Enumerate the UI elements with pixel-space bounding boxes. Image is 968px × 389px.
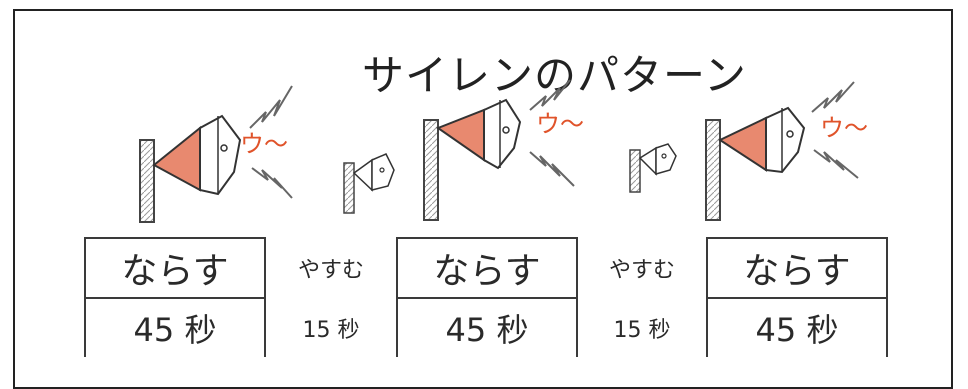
sound-wave-icon <box>529 79 571 111</box>
siren-horn <box>152 125 201 192</box>
siren-resting-2 <box>629 143 677 193</box>
duration-cell: 45 秒 <box>755 311 839 349</box>
action-cell: ならす <box>433 251 541 292</box>
siren-sounding-3 <box>705 81 859 221</box>
action-cell: ならす <box>743 251 851 292</box>
siren-dot-icon <box>220 144 228 152</box>
sound-wave-icon <box>251 167 293 199</box>
sound-label-1: ウ～ <box>240 130 288 158</box>
siren-sounding-1 <box>139 85 293 223</box>
sound-wave-icon <box>249 85 293 129</box>
siren-resting-1 <box>343 153 395 214</box>
action-cell: やすむ <box>297 258 364 283</box>
duration-cell: 45 秒 <box>133 311 217 349</box>
diagram-title: サイレンのパターン <box>362 51 747 100</box>
duration-cell: 15 秒 <box>302 318 360 343</box>
siren-illustrations: ウ～ ウ～ ウ～ <box>139 79 868 223</box>
siren-pole <box>139 139 155 223</box>
sound-label-3: ウ～ <box>820 114 868 142</box>
sound-wave-icon <box>529 151 575 187</box>
siren-body <box>199 114 242 196</box>
diagram-frame <box>13 9 953 389</box>
sound-wave-icon <box>811 81 855 113</box>
duration-cell: 45 秒 <box>445 311 529 349</box>
action-cell: やすむ <box>608 258 675 283</box>
sound-label-2: ウ～ <box>536 110 584 138</box>
sound-wave-icon <box>813 149 859 179</box>
action-cell: ならす <box>121 251 229 292</box>
duration-cell: 15 秒 <box>613 318 671 343</box>
siren-sounding-2 <box>423 79 575 221</box>
